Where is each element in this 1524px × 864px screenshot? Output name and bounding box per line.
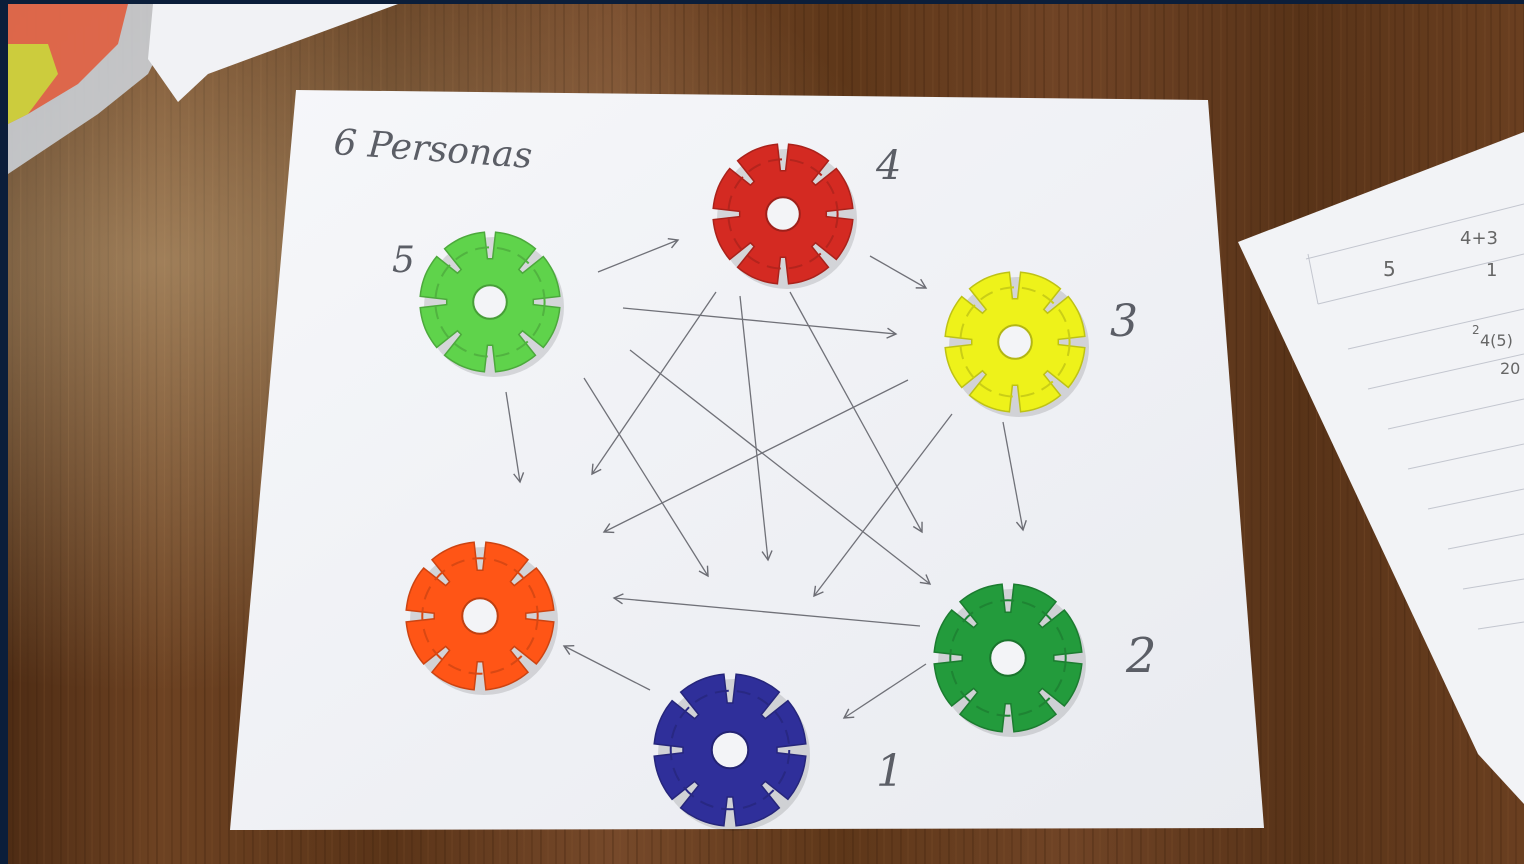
label-1: 1 bbox=[876, 746, 904, 797]
side-value-5: 4(5) bbox=[1480, 331, 1513, 350]
label-3: 3 bbox=[1110, 296, 1138, 347]
light-green-disc-hole bbox=[473, 285, 507, 319]
label-2: 2 bbox=[1125, 628, 1157, 684]
side-value-2: 4+3 bbox=[1460, 228, 1498, 249]
red-disc-hole bbox=[766, 197, 800, 231]
label-5: 5 bbox=[392, 240, 415, 281]
orange-disc-hole bbox=[462, 598, 498, 634]
photo-scene: 5 4+3 1 2 4(5) 20 6 Personas 4 3 2 1 5 bbox=[8, 4, 1524, 864]
label-4: 4 bbox=[875, 143, 901, 189]
side-value-1: 5 bbox=[1383, 257, 1396, 281]
yellow-disc-hole bbox=[998, 325, 1032, 359]
side-value-4: 2 bbox=[1472, 323, 1480, 337]
dark-green-disc-hole bbox=[990, 640, 1026, 676]
side-value-3: 1 bbox=[1486, 260, 1497, 281]
blue-disc-hole bbox=[712, 732, 748, 768]
side-value-6: 20 bbox=[1500, 359, 1520, 378]
